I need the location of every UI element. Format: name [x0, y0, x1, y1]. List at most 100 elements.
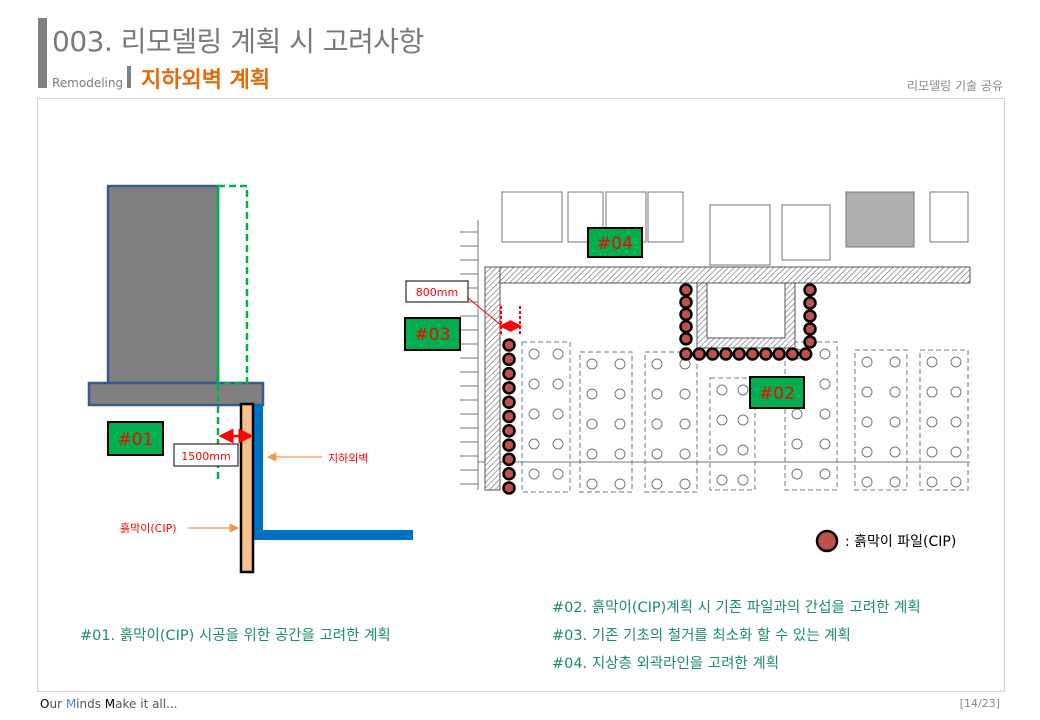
cip-pile-circle	[732, 347, 746, 361]
content-frame	[37, 98, 1005, 692]
existing-pile	[791, 408, 803, 420]
existing-pile	[791, 438, 803, 450]
existing-pile	[716, 384, 728, 396]
cip-pile-circle	[803, 335, 817, 349]
plan-room	[929, 191, 969, 243]
cip-pile-circle	[679, 319, 693, 334]
existing-pile	[586, 418, 598, 430]
existing-pile	[716, 474, 728, 486]
existing-pile	[651, 448, 663, 460]
plan-room	[567, 191, 604, 243]
existing-pile	[716, 414, 728, 426]
existing-pile	[528, 438, 540, 450]
cip-pile	[239, 402, 255, 574]
existing-pile	[737, 384, 749, 396]
existing-pile	[586, 358, 598, 370]
category-label: Remodeling	[52, 76, 124, 90]
existing-pile	[889, 386, 901, 398]
cip-pile-circle	[502, 481, 516, 495]
cip-pile-circle	[679, 283, 693, 297]
existing-pile	[651, 358, 663, 370]
dimension-1500: 1500mm	[181, 450, 230, 463]
dimension-box-800	[405, 280, 469, 303]
existing-footing	[854, 349, 908, 491]
slogan-ur: ur	[49, 697, 66, 711]
existing-footing	[579, 351, 633, 493]
slogan-m1: M	[65, 697, 77, 711]
existing-pile	[819, 348, 831, 360]
existing-pile	[950, 446, 962, 458]
existing-pile	[614, 418, 626, 430]
cip-pile-circle	[692, 347, 707, 361]
title-accent-bar	[38, 18, 47, 88]
existing-foundation	[87, 381, 265, 407]
existing-pile	[586, 448, 598, 460]
cip-pile-circle	[719, 347, 733, 361]
note-01: #01. 흙막이(CIP) 시공을 위한 공간을 고려한 계획	[80, 627, 391, 644]
existing-pile	[819, 468, 831, 480]
plan-room	[781, 204, 831, 261]
existing-pile	[586, 478, 598, 490]
tag-01	[107, 421, 164, 456]
cip-pile-circle	[705, 347, 720, 361]
plan-room	[709, 204, 771, 266]
existing-pile	[926, 476, 938, 488]
existing-footing	[709, 377, 756, 491]
tag-03	[404, 317, 461, 351]
legend-label: : 흙막이 파일(CIP)	[845, 534, 956, 550]
existing-pile	[679, 478, 691, 490]
existing-pile	[679, 448, 691, 460]
section-number: 003.	[52, 25, 113, 58]
existing-pile	[651, 478, 663, 490]
tag-02	[749, 376, 805, 409]
existing-pile	[861, 476, 873, 488]
existing-pile	[950, 356, 962, 368]
existing-pile	[819, 378, 831, 390]
existing-pile	[614, 358, 626, 370]
existing-pile	[552, 468, 564, 480]
existing-pile	[926, 446, 938, 458]
existing-pile	[889, 416, 901, 428]
cip-pile-circle	[803, 283, 817, 297]
existing-pile	[528, 468, 540, 480]
cip-pile-circle	[803, 309, 817, 323]
section-title: 리모델링 계획 시 고려사항	[120, 25, 425, 58]
note-04: #04. 지상층 외곽라인을 고려한 계획	[552, 655, 779, 672]
cip-pile-circle	[502, 452, 516, 467]
cip-piles	[502, 283, 817, 495]
cip-pile-circle	[502, 338, 516, 352]
cip-pile-circle	[502, 438, 516, 452]
shaft	[845, 191, 915, 248]
existing-pile	[950, 416, 962, 428]
pile-legend-icon	[815, 529, 839, 553]
cip-pile-circle	[502, 409, 516, 424]
existing-pile	[679, 388, 691, 400]
existing-pile	[737, 414, 749, 426]
existing-footing	[919, 349, 969, 491]
cip-pile-circle	[679, 295, 693, 309]
section-diagram: 1500mm #01 지하외벽 흙막이(CIP) #01. 흙막이(CIP) 시…	[80, 184, 413, 644]
cip-pile-circle	[679, 332, 693, 346]
existing-pile	[552, 438, 564, 450]
stair-core-wall	[696, 282, 796, 349]
cip-pile-circle	[798, 347, 813, 361]
page-number: [14/23]	[959, 697, 1000, 710]
existing-pile	[950, 476, 962, 488]
existing-pile	[586, 388, 598, 400]
existing-pile	[651, 418, 663, 430]
cip-pile-circle	[679, 307, 693, 322]
existing-plan-lines	[460, 191, 970, 493]
tag-03-label: #03	[415, 325, 451, 345]
existing-building	[106, 184, 220, 385]
existing-pile	[614, 478, 626, 490]
existing-pile	[926, 356, 938, 368]
cip-pile-circle	[759, 347, 773, 361]
existing-footing	[644, 351, 698, 493]
existing-pile	[528, 348, 540, 360]
cip-pile-circle	[803, 322, 817, 336]
existing-pile	[528, 378, 540, 390]
cip-label: 흙막이(CIP)	[120, 522, 177, 535]
footer-slogan: Our Minds Make it all...	[40, 697, 178, 711]
document-name: 리모델링 기술 공유	[907, 79, 1003, 93]
